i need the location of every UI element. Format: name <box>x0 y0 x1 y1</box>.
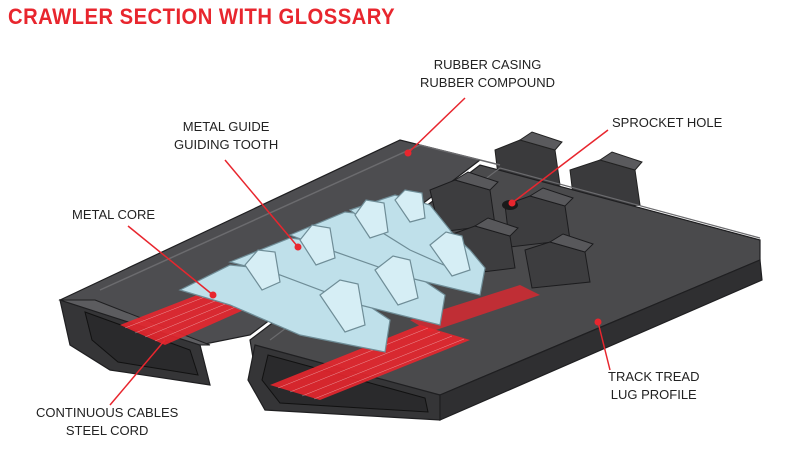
sprocket-lugs <box>429 171 594 289</box>
rubber-casing-body <box>58 131 763 421</box>
label-metal-guide: METAL GUIDE GUIDING TOOTH <box>174 119 279 152</box>
label-rubber-casing: RUBBER CASING RUBBER COMPOUND <box>420 57 556 90</box>
label-metal-core: METAL CORE <box>72 207 156 222</box>
page-title: CRAWLER SECTION WITH GLOSSARY <box>8 4 396 29</box>
label-continuous-cables: CONTINUOUS CABLES STEEL CORD <box>36 405 179 438</box>
label-track-tread: TRACK TREAD LUG PROFILE <box>608 369 700 402</box>
label-sprocket-hole: SPROCKET HOLE <box>612 115 723 130</box>
leader-lines <box>109 97 611 406</box>
metal-core-pieces <box>178 189 486 353</box>
